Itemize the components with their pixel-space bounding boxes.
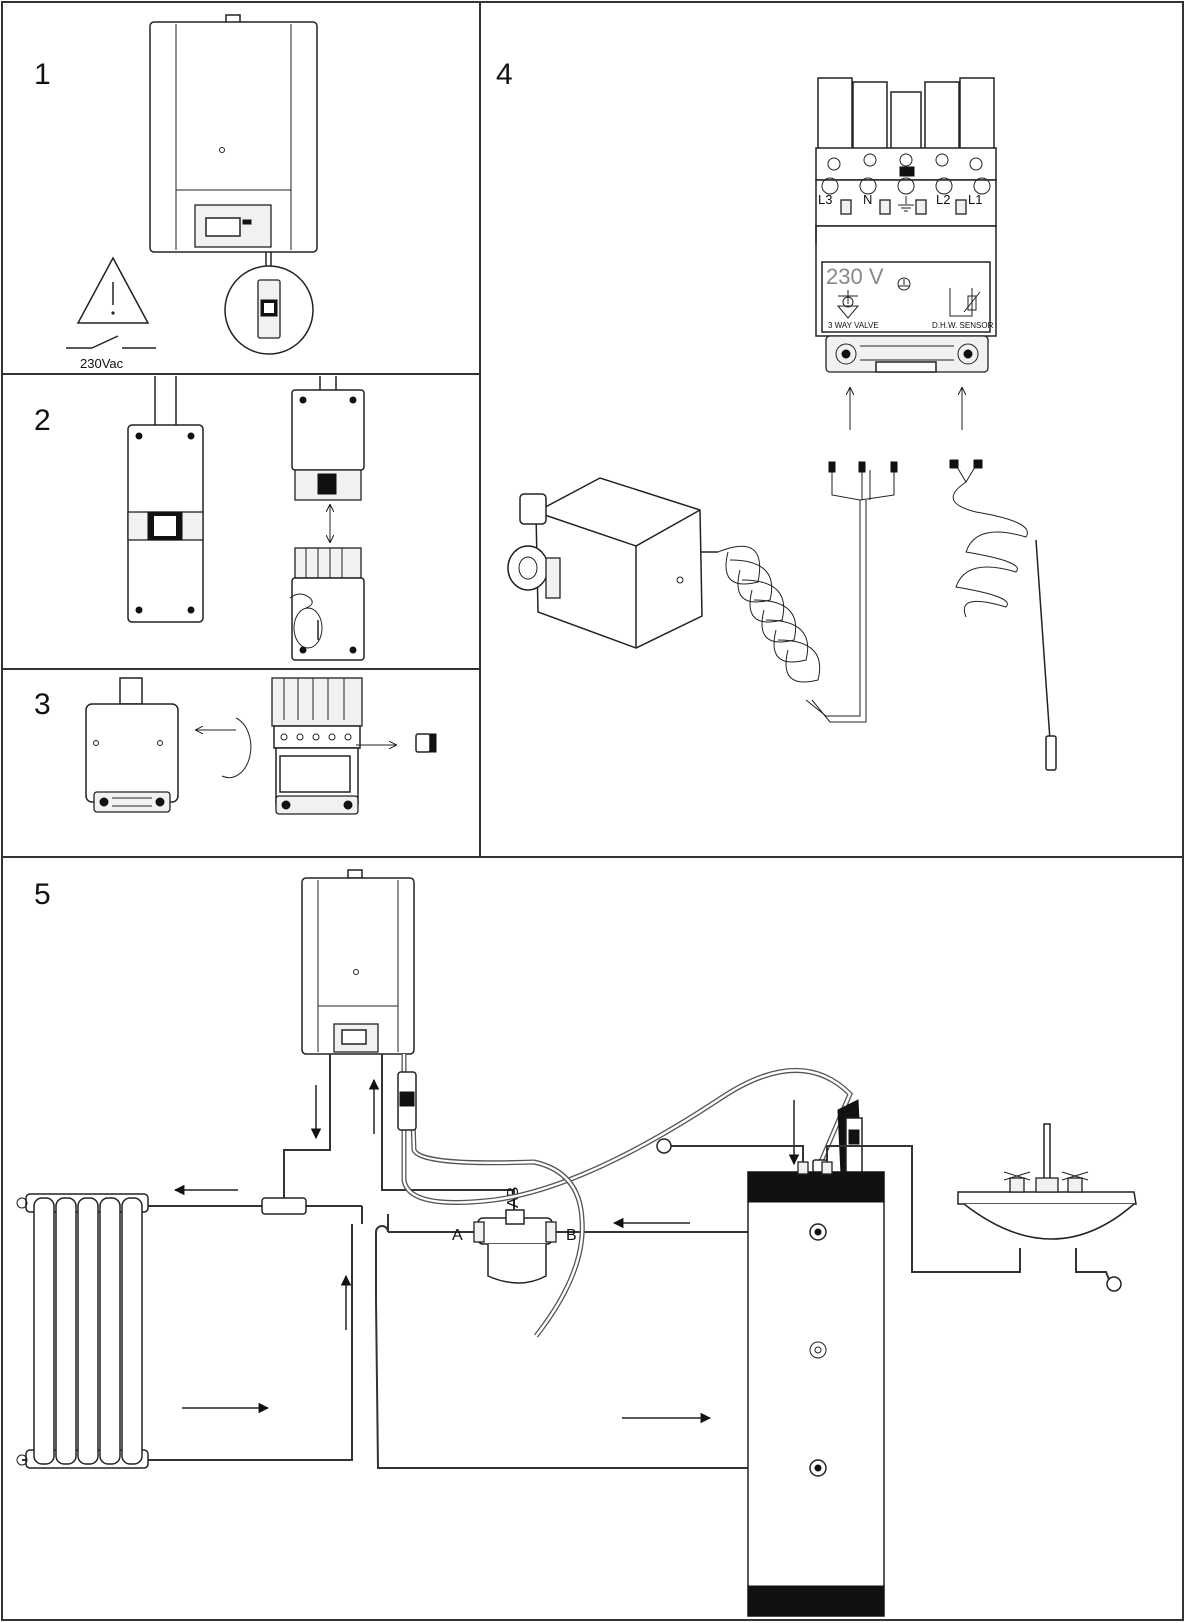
valve-actuator <box>507 477 718 649</box>
panel-2: 2 <box>34 376 365 661</box>
panel-4-number: 4 <box>496 58 513 91</box>
terminal-block: L3 N L2 L1 230 V 3 WAY VA <box>815 77 997 373</box>
terminal-label-3: L1 <box>968 192 982 207</box>
boiler-installed <box>301 869 415 1055</box>
dhw-sensor <box>949 459 1057 771</box>
panel-4: 4 L3 N <box>496 58 1057 771</box>
boiler-front <box>149 14 318 280</box>
thermistor-icon <box>949 288 981 317</box>
terminal-label-0: L3 <box>818 192 832 207</box>
switch-voltage-label: 230Vac <box>80 356 124 371</box>
panel-1: 1 230Vac <box>34 14 318 371</box>
panel-2-number: 2 <box>34 404 51 437</box>
panel-5-number: 5 <box>34 878 51 911</box>
wash-basin <box>957 1123 1137 1240</box>
panel-3: 3 <box>34 677 437 815</box>
panel-3-number: 3 <box>34 688 51 721</box>
wiring-cables <box>397 1054 853 1338</box>
radiator <box>16 1193 149 1469</box>
warning-triangle-icon <box>76 256 150 324</box>
terminal-label-1: N <box>863 192 872 207</box>
valve-cable-coil <box>717 500 867 723</box>
valve-port-a: A <box>452 1227 463 1244</box>
valve-port-b: B <box>566 1227 577 1244</box>
three-way-valve-icon <box>836 290 860 319</box>
voltage-label: 230 V <box>826 264 884 289</box>
panel-5: 5 <box>16 869 1137 1617</box>
dhw-cylinder <box>747 1161 885 1617</box>
valve-label: 3 WAY VALVE <box>828 321 879 330</box>
switch-icon <box>66 335 156 349</box>
connector-opened <box>289 376 365 661</box>
terminal-label-2: L2 <box>936 192 950 207</box>
tee-fitting <box>261 1197 307 1215</box>
ground-icon <box>898 196 914 212</box>
ground-icon <box>897 277 911 291</box>
flow-arrows <box>173 1078 800 1424</box>
connector-closed <box>127 376 204 623</box>
terminal-block-small <box>271 677 437 815</box>
dhw-pipes <box>656 1138 1122 1292</box>
connector-cover <box>85 677 252 813</box>
sensor-label: D.H.W. SENSOR <box>932 321 994 330</box>
connector-magnifier <box>224 265 314 355</box>
valve-cable-ends <box>828 461 898 501</box>
three-way-valve: A B AB <box>452 1187 577 1284</box>
panel-1-number: 1 <box>34 58 51 91</box>
